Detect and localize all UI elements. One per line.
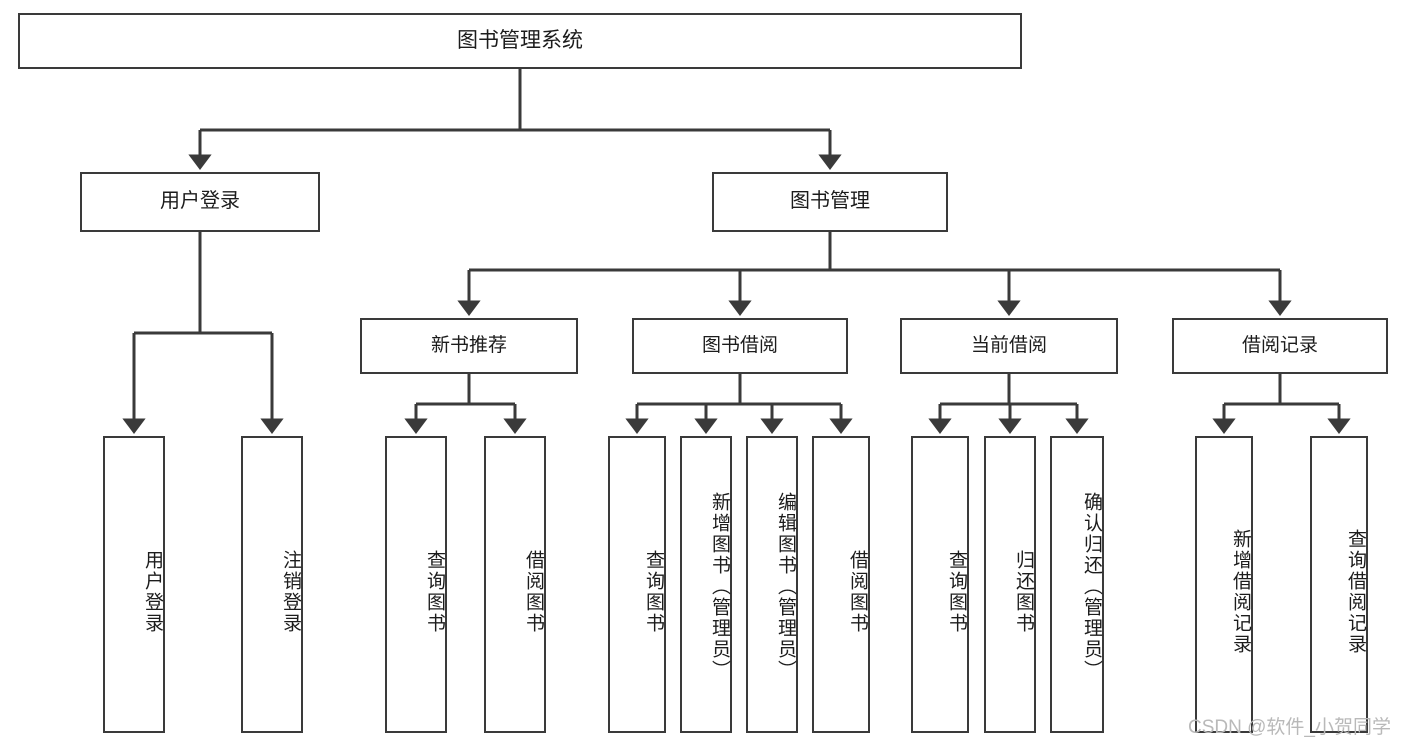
node-new-book-rec[interactable]: 新书推荐 (360, 318, 578, 374)
node-current-borrow[interactable]: 当前借阅 (900, 318, 1118, 374)
node-label: 归还图书 (1013, 549, 1034, 634)
node-label: 查询图书 (424, 549, 445, 634)
node-root-system[interactable]: 图书管理系统 (18, 13, 1022, 69)
node-label: 查询图书 (643, 549, 664, 634)
node-leaf-query-borrow-record[interactable]: 查询借阅记录 (1310, 436, 1368, 733)
node-leaf-borrow-book[interactable]: 借阅图书 (812, 436, 870, 733)
node-label: 新增图书（管理员） (709, 492, 730, 681)
node-leaf-confirm-return-admin[interactable]: 确认归还（管理员） (1050, 436, 1104, 733)
node-book-borrow[interactable]: 图书借阅 (632, 318, 848, 374)
node-label: 查询图书 (946, 549, 967, 634)
node-leaf-edit-book-admin[interactable]: 编辑图书（管理员） (746, 436, 798, 733)
node-label: 查询借阅记录 (1345, 528, 1366, 655)
node-label: 当前借阅 (970, 334, 1047, 356)
node-label: 编辑图书（管理员） (775, 492, 796, 681)
node-label: 图书管理 (790, 190, 870, 213)
node-label: 新增借阅记录 (1230, 528, 1251, 655)
node-label: 用户登录 (160, 190, 240, 213)
node-book-manage[interactable]: 图书管理 (712, 172, 948, 232)
node-leaf-borrow-query-book[interactable]: 查询图书 (608, 436, 666, 733)
node-leaf-add-book-admin[interactable]: 新增图书（管理员） (680, 436, 732, 733)
node-label: 借阅图书 (847, 549, 868, 634)
node-leaf-cur-query-book[interactable]: 查询图书 (911, 436, 969, 733)
node-label: 图书借阅 (701, 334, 778, 356)
csdn-watermark: CSDN @软件_小贺同学 (1188, 717, 1391, 738)
node-leaf-return-book[interactable]: 归还图书 (984, 436, 1036, 733)
node-leaf-user-login[interactable]: 用户登录 (103, 436, 165, 733)
node-label: 新书推荐 (430, 334, 507, 356)
node-leaf-rec-borrow-book[interactable]: 借阅图书 (484, 436, 546, 733)
node-user-login[interactable]: 用户登录 (80, 172, 320, 232)
node-label: 用户登录 (142, 549, 163, 634)
node-label: 注销登录 (280, 549, 301, 634)
node-label: 确认归还（管理员） (1081, 492, 1102, 681)
node-label: 借阅图书 (523, 549, 544, 634)
node-leaf-add-borrow-record[interactable]: 新增借阅记录 (1195, 436, 1253, 733)
node-leaf-logout[interactable]: 注销登录 (241, 436, 303, 733)
node-leaf-rec-query-book[interactable]: 查询图书 (385, 436, 447, 733)
node-borrow-record[interactable]: 借阅记录 (1172, 318, 1388, 374)
node-label: 图书管理系统 (457, 28, 583, 52)
node-label: 借阅记录 (1241, 334, 1318, 356)
